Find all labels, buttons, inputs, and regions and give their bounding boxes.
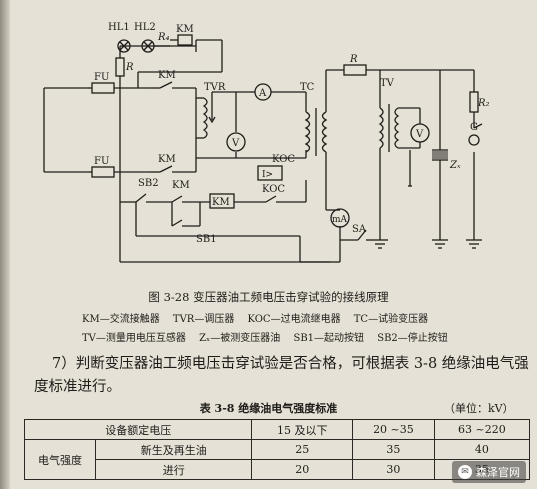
label-sa: SA bbox=[352, 224, 367, 235]
label-sb2: SB2 bbox=[138, 178, 159, 189]
label-km-hold: KM bbox=[172, 180, 190, 191]
legend-item: SB2—停止按钮 bbox=[377, 333, 448, 344]
table-header-cell: 20 ~35 bbox=[352, 419, 435, 440]
label-g: G bbox=[470, 122, 478, 133]
label-km-top: KM bbox=[158, 70, 176, 81]
label-tv: TV bbox=[380, 78, 395, 89]
label-tc: TC bbox=[300, 82, 315, 93]
table-cell: 35 bbox=[352, 439, 435, 460]
label-fu-top: FU bbox=[94, 72, 109, 83]
legend-item: Zₓ—被测变压器油 bbox=[199, 333, 281, 344]
label-km-coil: KM bbox=[176, 24, 194, 35]
label-milliammeter: mA bbox=[332, 215, 348, 225]
chat-bubble-icon: ✉ bbox=[458, 465, 472, 479]
body-paragraph: 7）判断变压器油工频电压击穿试验是否合格，可根据表 3-8 绝缘油电气强度标准进… bbox=[34, 356, 529, 395]
label-ammeter: A bbox=[258, 88, 267, 99]
legend-item: TC—试验变压器 bbox=[353, 314, 429, 325]
label-zx: Zₓ bbox=[449, 160, 461, 171]
watermark-text: 森泽官网 bbox=[476, 466, 520, 479]
label-r2: R₂ bbox=[477, 98, 490, 109]
label-km-coil-box: KM bbox=[212, 197, 230, 208]
label-r: R bbox=[125, 62, 134, 73]
figure-legend-line-1: KM—交流接触器 TVR—调压器 KOC—过电流继电器 TC—试验变压器 bbox=[82, 310, 438, 325]
table-header-cell: 设备额定电压 bbox=[23, 419, 253, 440]
legend-item: SB1—起动按钮 bbox=[293, 333, 365, 344]
insulating-oil-strength-table: 设备额定电压 15 及以下 20 ~35 63 ~220 电气强度 新生及再生油… bbox=[23, 419, 531, 480]
label-hl2: HL2 bbox=[134, 22, 156, 33]
table-header-cell: 63 ~220 bbox=[433, 419, 531, 440]
table-cell: 20 bbox=[251, 459, 354, 480]
label-koc-contact: KOC bbox=[262, 184, 285, 195]
label-fu-bottom: FU bbox=[94, 156, 109, 167]
label-tvr: TVR bbox=[204, 82, 226, 93]
legend-item: TVR—调压器 bbox=[172, 314, 235, 325]
table-row-label: 新生及再生油 bbox=[94, 439, 253, 460]
legend-item: KOC—过电流继电器 bbox=[247, 314, 341, 325]
figure-legend-line-2: TV—测量用电压互感器 Zₓ—被测变压器油 SB1—起动按钮 SB2—停止按钮 bbox=[82, 329, 458, 344]
label-km-bottom: KM bbox=[158, 154, 176, 165]
table-header-cell: 15 及以下 bbox=[251, 419, 354, 440]
legend-item: TV—测量用电压互感器 bbox=[82, 333, 186, 344]
label-hl1: HL1 bbox=[108, 22, 130, 33]
label-koc-symbol: I> bbox=[262, 170, 273, 180]
label-voltmeter-right: V bbox=[415, 129, 424, 140]
figure-caption: 图 3-28 变压器油工频电压击穿试验的接线原理 bbox=[148, 290, 389, 304]
label-r-secondary: R bbox=[349, 54, 358, 65]
watermark: ✉ 森泽官网 bbox=[452, 461, 526, 483]
table-title: 表 3-8 绝缘油电气强度标准 bbox=[199, 402, 338, 415]
label-koc: KOC bbox=[272, 154, 295, 165]
table-cell: 25 bbox=[251, 439, 354, 460]
label-r4: R₄ bbox=[157, 32, 170, 43]
label-sb1: SB1 bbox=[196, 234, 217, 245]
legend-item: KM—交流接触器 bbox=[82, 314, 160, 325]
table-row: 电气强度 新生及再生油 25 35 40 bbox=[24, 439, 531, 480]
table-cell: 40 bbox=[433, 439, 531, 460]
label-voltmeter-left: V bbox=[231, 138, 240, 149]
wiring-diagram: HL1 HL2 R₄ KM R FU FU KM KM TVR A V TC R… bbox=[43, 22, 490, 263]
book-binding-edge bbox=[0, 0, 10, 489]
table-unit: （单位：kV） bbox=[444, 402, 514, 415]
table-group-cell: 电气强度 bbox=[24, 439, 96, 480]
table-row: 设备额定电压 15 及以下 20 ~35 63 ~220 bbox=[23, 419, 531, 440]
table-cell: 30 bbox=[352, 459, 435, 480]
table-row-label: 进行 bbox=[94, 459, 253, 480]
